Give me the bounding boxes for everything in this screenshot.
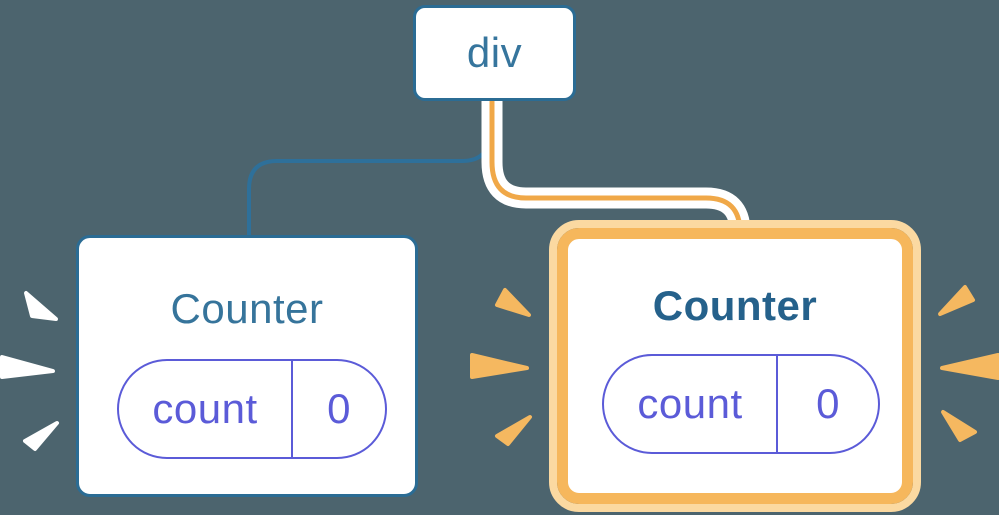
flash-mark-icon [24, 291, 58, 321]
flash-mark-icon [23, 421, 59, 451]
flash-marks-right-counter-left [470, 288, 532, 446]
edge-div-to-left-counter [247, 96, 492, 240]
state-pill-left: count 0 [117, 359, 387, 459]
counter-card-right: Counter count 0 [549, 220, 921, 512]
flash-mark-icon [495, 415, 532, 446]
state-key-right: count [637, 380, 743, 427]
flash-mark-icon [941, 410, 977, 442]
state-value-right: 0 [776, 356, 878, 452]
flash-marks-right-counter-right [938, 285, 999, 442]
state-key-left: count [152, 385, 258, 432]
edge-div-to-right-counter [489, 96, 743, 250]
flash-mark-icon [495, 288, 531, 317]
state-pill-right: count 0 [602, 354, 880, 454]
counter-card-left: Counter count 0 [76, 235, 418, 497]
counter-title-right: Counter [652, 282, 818, 329]
state-value-left: 0 [291, 361, 385, 457]
counter-title-left: Counter [170, 285, 324, 332]
flash-mark-icon [940, 353, 999, 380]
flash-mark-icon [938, 285, 975, 316]
flash-marks-left-counter [0, 291, 59, 451]
root-node-label: div [466, 29, 523, 76]
flash-mark-icon [0, 355, 55, 379]
flash-mark-icon [470, 353, 529, 379]
counter-card-right-inner: Counter count 0 [557, 228, 913, 504]
root-node: div [413, 5, 576, 101]
